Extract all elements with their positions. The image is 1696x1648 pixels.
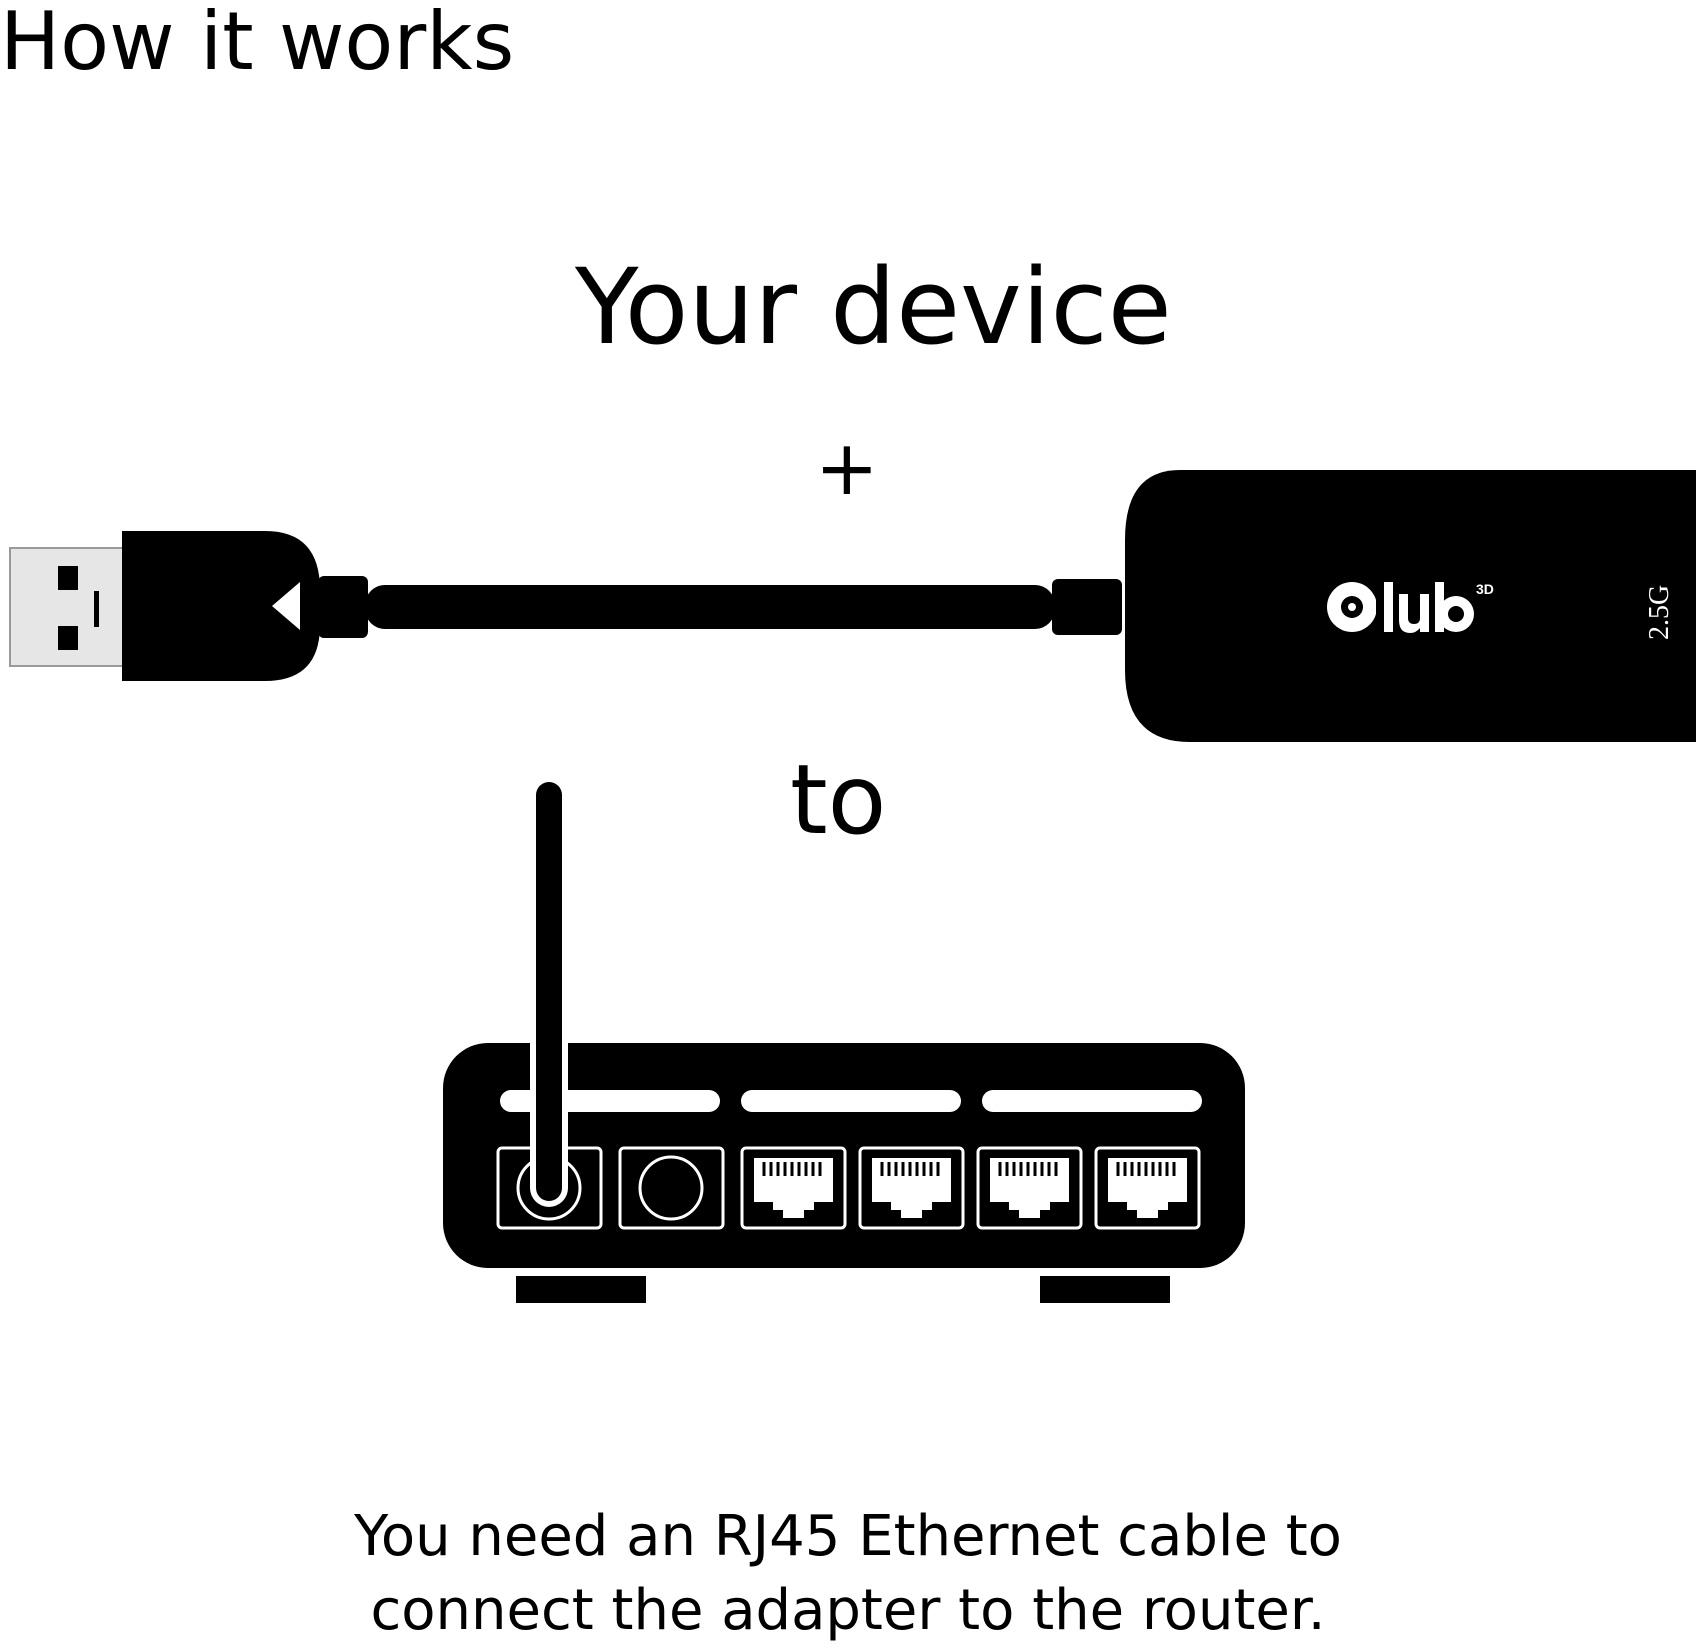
router-icon [443,776,1245,1303]
rj45-port-icon [1094,1146,1201,1230]
plus-sign: + [815,423,879,512]
brand-logo-superscript: 3D [1476,581,1494,597]
caption-line-1: You need an RJ45 Ethernet cable to [354,1504,1342,1569]
caption: You need an RJ45 Ethernet cable to conne… [0,1500,1696,1648]
page-title: How it works [0,0,515,88]
speed-label: 2.5G [1644,585,1675,640]
rj45-port-icon [858,1146,965,1230]
brand-logo-icon [1327,582,1474,633]
usb-a-plug-icon [9,531,368,681]
device-label: Your device [575,246,1172,368]
ethernet-adapter-icon: 3D 2.5G [1052,470,1696,742]
adapter-cable [365,585,1055,629]
caption-line-2: connect the adapter to the router. [370,1578,1326,1643]
power-port-icon [618,1146,725,1230]
rj45-port-icon [976,1146,1083,1230]
connector-word: to [790,744,887,856]
rj45-port-icon [740,1146,847,1230]
